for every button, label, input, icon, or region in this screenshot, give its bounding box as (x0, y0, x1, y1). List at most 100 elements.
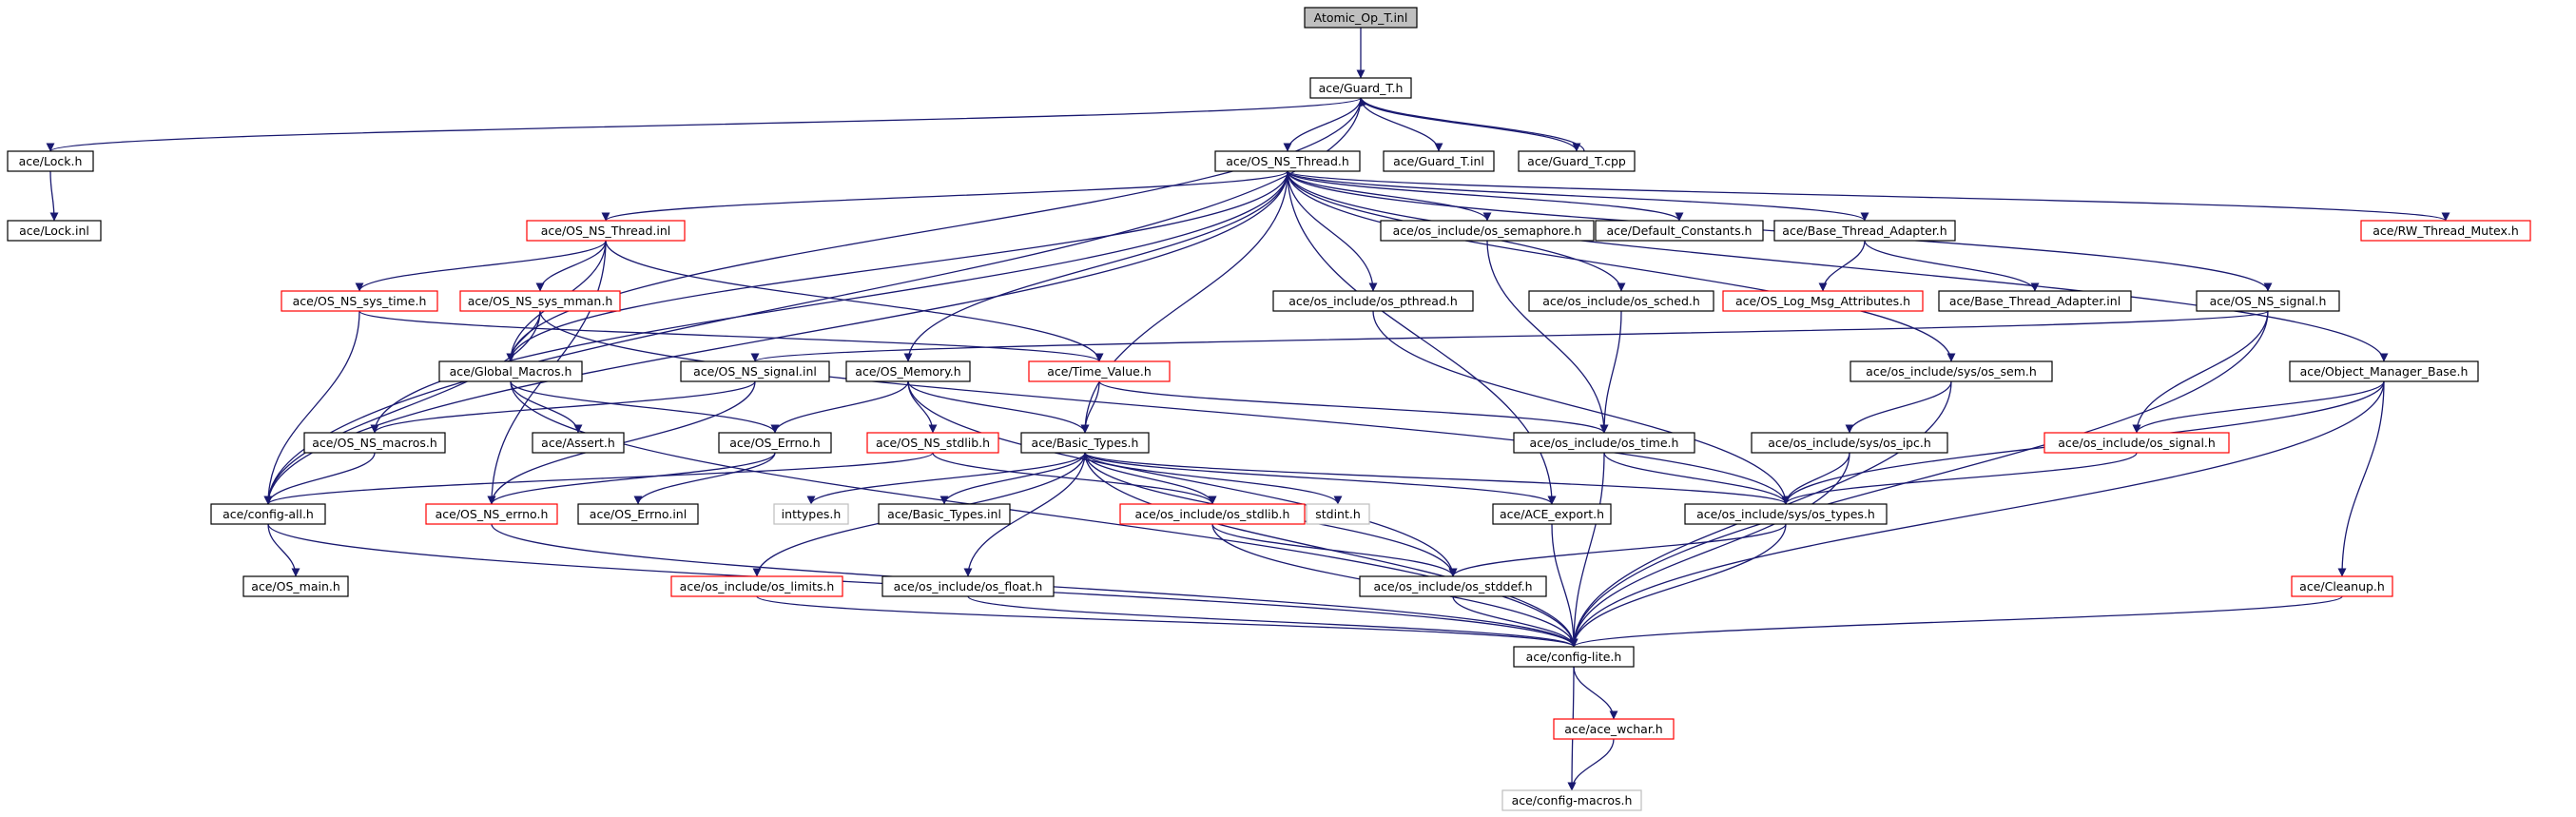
node-box (878, 503, 1011, 525)
node-guard_t_inl[interactable]: ace/Guard_T.inl (1383, 150, 1495, 172)
node-os_errno_inl[interactable]: ace/OS_Errno.inl (577, 503, 699, 525)
node-guard_t_cpp[interactable]: ace/Guard_T.cpp (1518, 150, 1636, 172)
node-config_lite_h[interactable]: ace/config-lite.h (1513, 646, 1635, 668)
node-label: ace/OS_Log_Msg_Attributes.h (1735, 294, 1910, 308)
node-basic_types_inl[interactable]: ace/Basic_Types.inl (878, 503, 1011, 525)
node-os_ns_signal_h[interactable]: ace/OS_NS_signal.h (2196, 290, 2340, 312)
edge-os_errno_h-to-os_ns_errno_h (487, 452, 776, 505)
edge-basic_types_h-to-basic_types_inl (939, 452, 1086, 505)
node-os_ns_thread_inl[interactable]: ace/OS_NS_Thread.inl (526, 220, 686, 242)
node-os_sched_h[interactable]: ace/os_include/os_sched.h (1528, 290, 1714, 312)
edge-os_float_h-to-config_lite_h (967, 595, 1579, 648)
node-os_ns_stdlib_h[interactable]: ace/OS_NS_stdlib.h (866, 432, 999, 454)
node-label: ace/os_include/sys/os_types.h (1696, 507, 1875, 521)
edge-os_stddef_h-to-config_lite_h (1452, 595, 1579, 648)
node-os_main_h[interactable]: ace/OS_main.h (242, 575, 349, 597)
node-box (1773, 220, 1956, 242)
node-os_log_msg_attributes_h[interactable]: ace/OS_Log_Msg_Attributes.h (1722, 290, 1924, 312)
node-label: ace/os_include/sys/os_ipc.h (1768, 436, 1931, 450)
node-inttypes_h[interactable]: inttypes.h (773, 503, 849, 525)
nodes-layer: Atomic_Op_T.inl ace/Guard_T.h ace/Lock.h ac… (7, 7, 2531, 811)
node-config_all_h[interactable]: ace/config-all.h (210, 503, 326, 525)
edge-sys_os_types_h-to-os_stddef_h (1448, 523, 1787, 577)
node-os_ns_macros_h[interactable]: ace/OS_NS_macros.h (303, 432, 446, 454)
node-os_ns_sys_mman_h[interactable]: ace/OS_NS_sys_mman.h (459, 290, 621, 312)
node-box (1309, 77, 1412, 99)
node-sys_os_ipc_h[interactable]: ace/os_include/sys/os_ipc.h (1751, 432, 1948, 454)
node-box (1306, 503, 1370, 525)
node-label: ace/OS_NS_macros.h (312, 436, 437, 450)
edge-basic_types_h-to-stdint_h (1084, 452, 1343, 505)
edge-os_ns_signal_h-to-os_ns_signal_inl (751, 310, 2269, 362)
edge-os_ns_thread_h-to-sys_os_sem_h (1287, 170, 1956, 362)
node-os_float_h[interactable]: ace/os_include/os_float.h (881, 575, 1055, 597)
node-default_constants_h[interactable]: ace/Default_Constants.h (1595, 220, 1764, 242)
node-config_macros_h[interactable]: ace/config-macros.h (1501, 789, 1642, 811)
edge-guard_t_h-to-guard_t_cpp (1360, 97, 1581, 152)
edge-os_ns_thread_h-to-object_manager_base_h (1287, 170, 2389, 362)
node-box (2043, 432, 2230, 454)
node-label: ace/os_include/sys/os_sem.h (1866, 364, 2037, 379)
node-os_limits_h[interactable]: ace/os_include/os_limits.h (670, 575, 843, 597)
node-lock_inl[interactable]: ace/Lock.inl (7, 220, 102, 242)
node-atomic_op_t_inl[interactable]: Atomic_Op_T.inl (1304, 7, 1418, 29)
node-box (1684, 503, 1888, 525)
node-os_time_h[interactable]: ace/os_include/os_time.h (1513, 432, 1695, 454)
node-os_memory_h[interactable]: ace/OS_Memory.h (845, 360, 971, 382)
node-base_thread_adapter_h[interactable]: ace/Base_Thread_Adapter.h (1773, 220, 1956, 242)
node-box (2360, 220, 2531, 242)
edge-basic_types_h-to-os_stdlib_h (1084, 452, 1217, 505)
edge-os_ns_signal_inl-to-os_ns_macros_h (370, 380, 756, 434)
node-os_errno_h[interactable]: ace/OS_Errno.h (718, 432, 832, 454)
node-sys_os_types_h[interactable]: ace/os_include/sys/os_types.h (1684, 503, 1888, 525)
node-os_ns_thread_h[interactable]: ace/OS_NS_Thread.h (1214, 150, 1361, 172)
node-label: ace/Object_Manager_Base.h (2300, 364, 2469, 379)
node-os_semaphore_h[interactable]: ace/os_include/os_semaphore.h (1380, 220, 1595, 242)
edge-config_all_h-to-os_main_h (267, 523, 300, 577)
node-label: ace/Guard_T.h (1319, 81, 1404, 95)
node-os_stdlib_h[interactable]: ace/os_include/os_stdlib.h (1119, 503, 1306, 525)
node-label: ace/OS_NS_Thread.h (1226, 154, 1349, 168)
node-box (1492, 503, 1612, 525)
node-os_signal_h[interactable]: ace/os_include/os_signal.h (2043, 432, 2230, 454)
node-label: ace/OS_NS_signal.inl (693, 364, 817, 379)
edge-os_ns_sys_mman_h-to-config_all_h (263, 310, 541, 505)
node-global_macros_h[interactable]: ace/Global_Macros.h (438, 360, 583, 382)
node-os_ns_errno_h[interactable]: ace/OS_NS_errno.h (425, 503, 558, 525)
node-box (1383, 150, 1495, 172)
edge-base_thread_adapter_h-to-base_thread_adapter_inl (1864, 240, 2040, 292)
node-ace_wchar_h[interactable]: ace/ace_wchar.h (1553, 718, 1675, 740)
node-box (1380, 220, 1595, 242)
node-rw_thread_mutex_h[interactable]: ace/RW_Thread_Mutex.h (2360, 220, 2531, 242)
node-sys_os_sem_h[interactable]: ace/os_include/sys/os_sem.h (1850, 360, 2053, 382)
node-basic_types_h[interactable]: ace/Basic_Types.h (1020, 432, 1150, 454)
node-cleanup_h[interactable]: ace/Cleanup.h (2291, 575, 2393, 597)
edge-global_macros_h-to-os_errno_h (510, 380, 780, 434)
node-ace_export_h[interactable]: ace/ACE_export.h (1492, 503, 1612, 525)
node-box (1513, 646, 1635, 668)
node-label: ace/OS_NS_stdlib.h (876, 436, 990, 450)
node-label: ace/os_include/os_semaphore.h (1393, 224, 1582, 238)
node-lock_h[interactable]: ace/Lock.h (7, 150, 94, 172)
node-stdint_h[interactable]: stdint.h (1306, 503, 1370, 525)
node-box (1119, 503, 1306, 525)
node-label: ace/os_include/os_float.h (894, 579, 1043, 593)
edge-guard_t_h-to-lock_h (46, 97, 1362, 152)
edge-os_ns_sys_time_h-to-time_value_h (358, 310, 1104, 362)
node-os_ns_sys_time_h[interactable]: ace/OS_NS_sys_time.h (281, 290, 438, 312)
node-time_value_h[interactable]: ace/Time_Value.h (1028, 360, 1171, 382)
node-os_ns_signal_inl[interactable]: ace/OS_NS_signal.inl (680, 360, 830, 382)
node-assert_h[interactable]: ace/Assert.h (532, 432, 625, 454)
node-os_pthread_h[interactable]: ace/os_include/os_pthread.h (1272, 290, 1474, 312)
node-label: ace/Guard_T.cpp (1527, 154, 1626, 168)
node-object_manager_base_h[interactable]: ace/Object_Manager_Base.h (2289, 360, 2479, 382)
edge-global_macros_h-to-config_lite_h (510, 380, 1579, 648)
node-label: ace/OS_Memory.h (855, 364, 960, 379)
node-box (1528, 290, 1714, 312)
node-os_stddef_h[interactable]: ace/os_include/os_stddef.h (1359, 575, 1547, 597)
node-base_thread_adapter_inl[interactable]: ace/Base_Thread_Adapter.inl (1938, 290, 2132, 312)
node-label: ace/OS_NS_sys_mman.h (468, 294, 613, 308)
edge-os_ns_thread_h-to-os_pthread_h (1287, 170, 1378, 292)
node-guard_t_h[interactable]: ace/Guard_T.h (1309, 77, 1412, 99)
edge-os_ns_thread_h-to-os_memory_h (903, 170, 1288, 362)
